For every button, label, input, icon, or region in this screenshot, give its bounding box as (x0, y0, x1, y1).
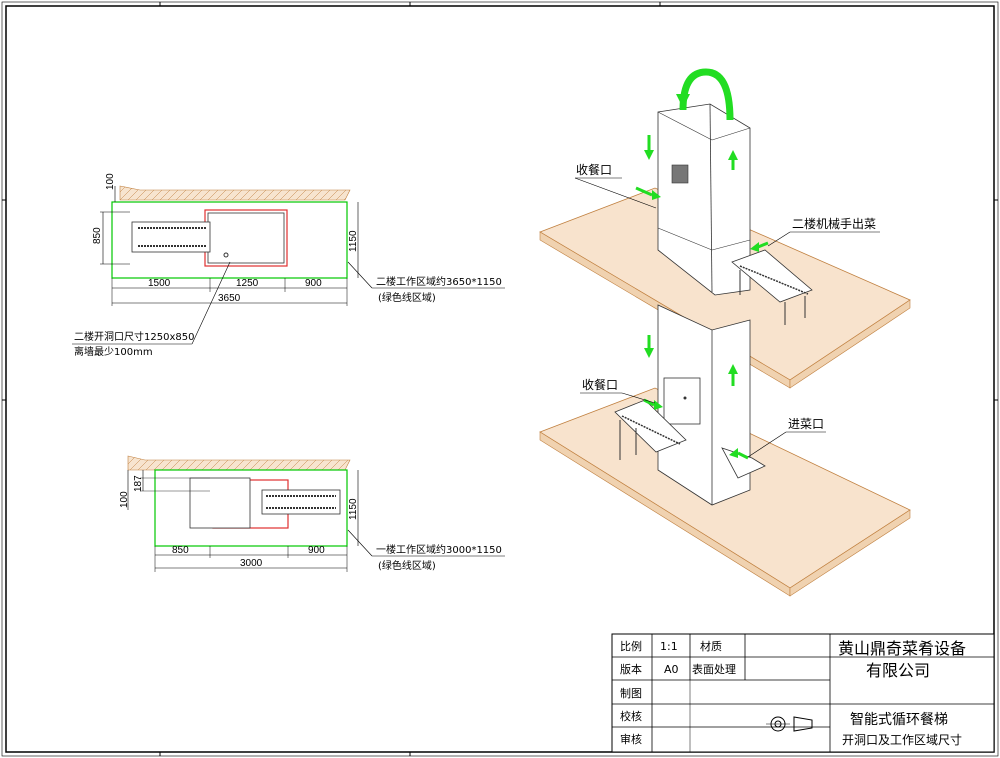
company-line1: 黄山鼎奇菜肴设备 (838, 639, 966, 658)
conveyor-top (131, 221, 211, 253)
product-name: 智能式循环餐梯 (850, 712, 948, 728)
work-area-bottom-label: 一楼工作区域约3000*1150 (376, 543, 502, 556)
dim-1150-bottom: 1150 (348, 498, 359, 520)
label-second-floor-out: 二楼机械手出菜 (792, 216, 876, 231)
arrow-down-upper (644, 150, 654, 160)
label-collect-lower: 收餐口 (582, 377, 618, 392)
work-area-bottom (154, 469, 348, 547)
label-feed-in: 进菜口 (788, 417, 824, 431)
dim-100-bottom: 100 (119, 491, 130, 508)
opening-top (204, 209, 288, 267)
dim-900: 900 (305, 278, 322, 289)
surface-label: 表面处理 (692, 662, 736, 676)
approve-label: 审核 (620, 732, 642, 746)
arrow-down-lower (644, 348, 654, 358)
dim-3650: 3650 (218, 293, 241, 304)
conveyor-bottom (261, 489, 341, 515)
drawn-label: 制图 (620, 687, 642, 700)
scale-value: 1:1 (660, 640, 678, 653)
control-box (663, 377, 701, 425)
scale-label: 比例 (620, 639, 642, 653)
company-line2: 有限公司 (866, 661, 930, 680)
wall-bottom (127, 455, 351, 471)
arrow-up-upper (728, 150, 738, 160)
dim-3000: 3000 (240, 558, 263, 569)
dim-187: 187 (133, 475, 144, 492)
dim-900-bottom: 900 (308, 545, 325, 556)
opening-label: 二楼开洞口尺寸1250x850 (74, 330, 194, 343)
plan-view-second-floor: 1500 1250 900 3650 850 100 1150 二楼工作区域约3… (72, 173, 505, 358)
motor-unit (671, 164, 689, 184)
dim-1500: 1500 (148, 278, 171, 289)
check-label: 校核 (620, 709, 642, 723)
drawing-title: 开洞口及工作区域尺寸 (842, 733, 962, 747)
dim-850-bottom: 850 (172, 545, 189, 556)
dim-100: 100 (105, 173, 116, 190)
isometric-view: 收餐口 二楼机械手出菜 收餐口 进菜口 (539, 68, 911, 597)
work-area-top-note: (绿色线区域) (378, 291, 436, 304)
title-block: 比例 1:1 材质 版本 A0 表面处理 制图 校核 审核 黄山鼎奇菜肴设备 有… (611, 633, 995, 753)
dim-850: 850 (92, 227, 103, 244)
work-area-top-label: 二楼工作区域约3650*1150 (376, 275, 502, 288)
label-collect-upper: 收餐口 (576, 162, 612, 177)
material-label: 材质 (700, 639, 722, 653)
loop-arrow (679, 68, 734, 121)
opening-note: 离墙最少100mm (74, 345, 153, 358)
dim-1250: 1250 (236, 278, 259, 289)
version-value: A0 (664, 663, 679, 676)
version-label: 版本 (620, 662, 642, 676)
work-area-top (111, 201, 348, 279)
work-area-bottom-note: (绿色线区域) (378, 559, 436, 572)
arrow-up-lower (728, 364, 738, 374)
plan-view-first-floor: 850 900 3000 100 187 1150 一楼工作区域约3000*11… (119, 455, 505, 572)
projection-symbol-icon (766, 716, 813, 732)
wall-top (119, 185, 351, 201)
dim-1150: 1150 (348, 230, 359, 252)
conveyor-upper (731, 249, 813, 303)
